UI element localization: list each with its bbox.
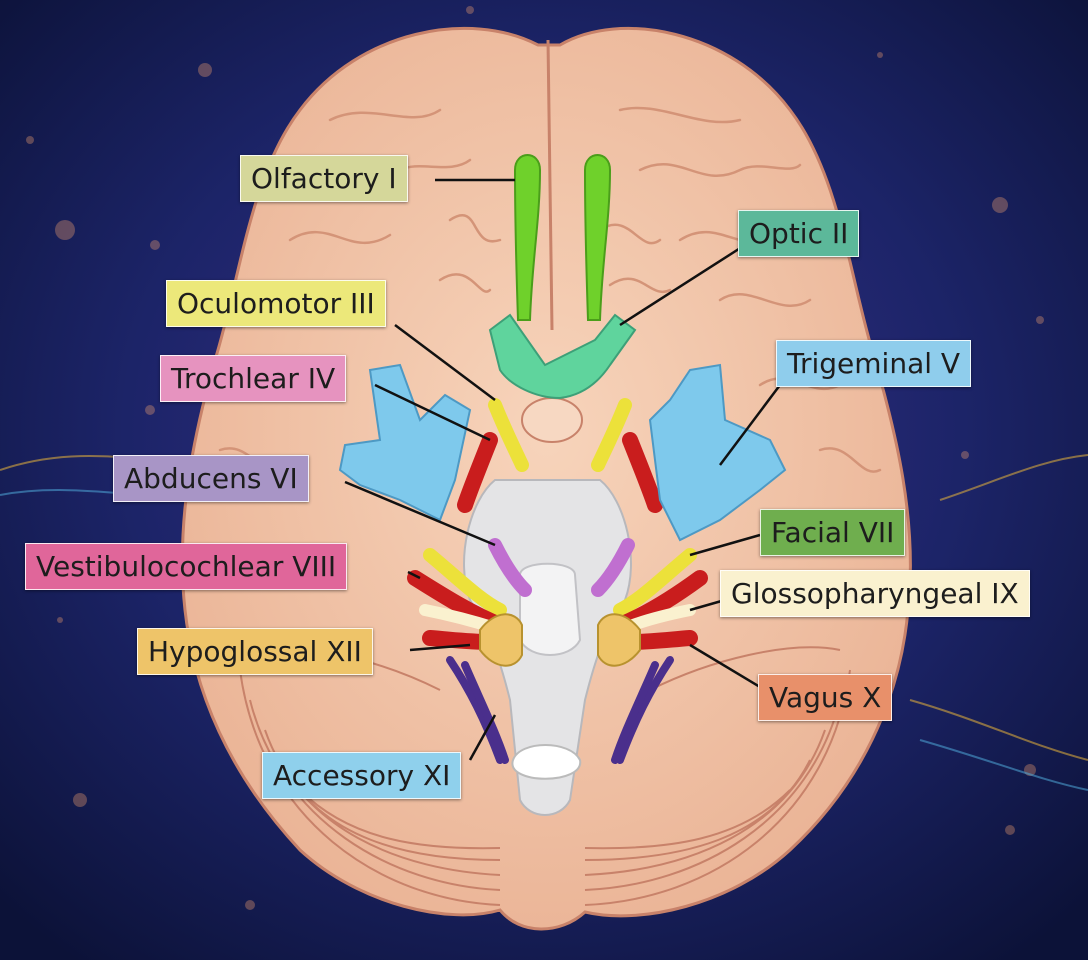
- label-olfactory: Olfactory I: [240, 155, 408, 202]
- label-hypoglossal: Hypoglossal XII: [137, 628, 373, 675]
- hypoglossal-right: [597, 613, 641, 667]
- label-facial: Facial VII: [760, 509, 906, 556]
- background-sparkles: [26, 6, 1044, 910]
- label-vestibulocochlear: Vestibulocochlear VIII: [25, 543, 348, 590]
- hypoglossal-left: [479, 613, 523, 667]
- pituitary: [521, 397, 583, 443]
- optic-nerve: [488, 313, 637, 400]
- label-optic: Optic II: [738, 210, 860, 257]
- label-accessory: Accessory XI: [262, 752, 462, 799]
- trigeminal-nerve: [338, 363, 787, 542]
- trochlear-nerve: [457, 432, 663, 513]
- oculomotor-nerve: [488, 398, 632, 472]
- label-glossopharyngeal: Glossopharyngeal IX: [720, 570, 1030, 617]
- label-oculomotor: Oculomotor III: [166, 280, 386, 327]
- label-abducens: Abducens VI: [113, 455, 309, 502]
- abducens-nerve: [488, 538, 635, 597]
- label-trigeminal: Trigeminal V: [776, 340, 972, 387]
- label-trochlear: Trochlear IV: [160, 355, 347, 402]
- label-vagus: Vagus X: [758, 674, 893, 721]
- olfactory-nerve: [513, 154, 612, 321]
- leader-lines: [344, 178, 781, 761]
